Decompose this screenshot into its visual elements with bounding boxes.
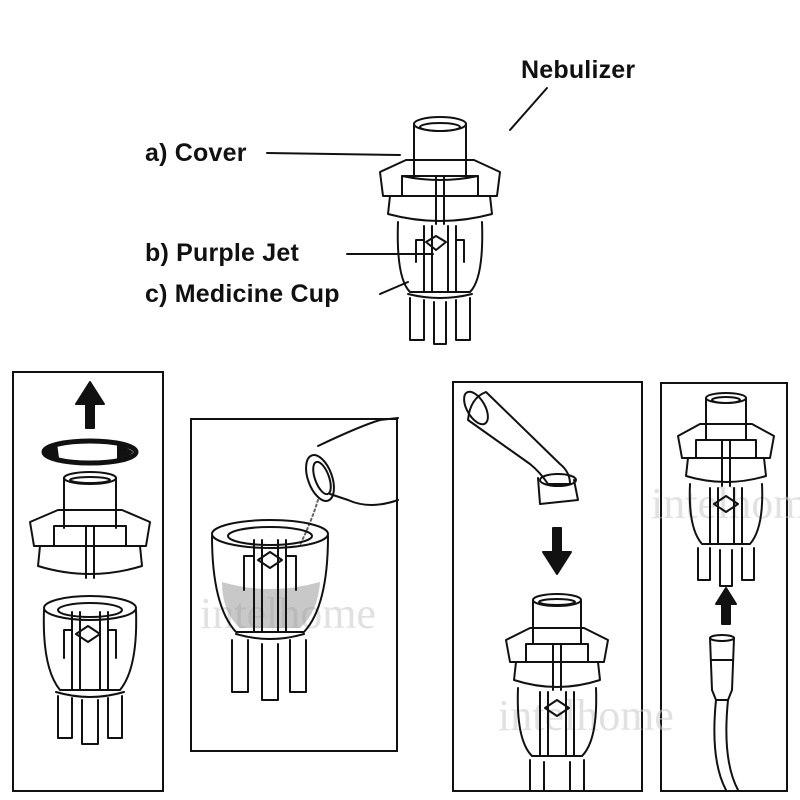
nebulizer-assembled-main bbox=[266, 87, 548, 345]
step-remove-cover bbox=[29, 381, 151, 745]
cover-leader-line bbox=[266, 152, 401, 156]
panel-attach-mouthpiece bbox=[452, 381, 643, 792]
rotate-icon bbox=[41, 438, 139, 466]
cover-label: a) Cover bbox=[145, 139, 247, 167]
nebulizer-leader-line bbox=[509, 87, 548, 131]
medicine-cup-leader-line bbox=[379, 281, 409, 295]
step-attach-tubing bbox=[677, 392, 775, 791]
step-fill-medicine bbox=[211, 417, 399, 701]
down-arrow-icon bbox=[542, 527, 572, 575]
up-arrow-icon bbox=[75, 381, 105, 429]
up-arrow-small-icon bbox=[715, 587, 737, 625]
step-attach-mouthpiece bbox=[463, 390, 609, 791]
medicine-cup-label: c) Medicine Cup bbox=[145, 280, 340, 308]
nebulizer-label: Nebulizer bbox=[521, 56, 636, 84]
purple-jet-label: b) Purple Jet bbox=[145, 239, 300, 267]
